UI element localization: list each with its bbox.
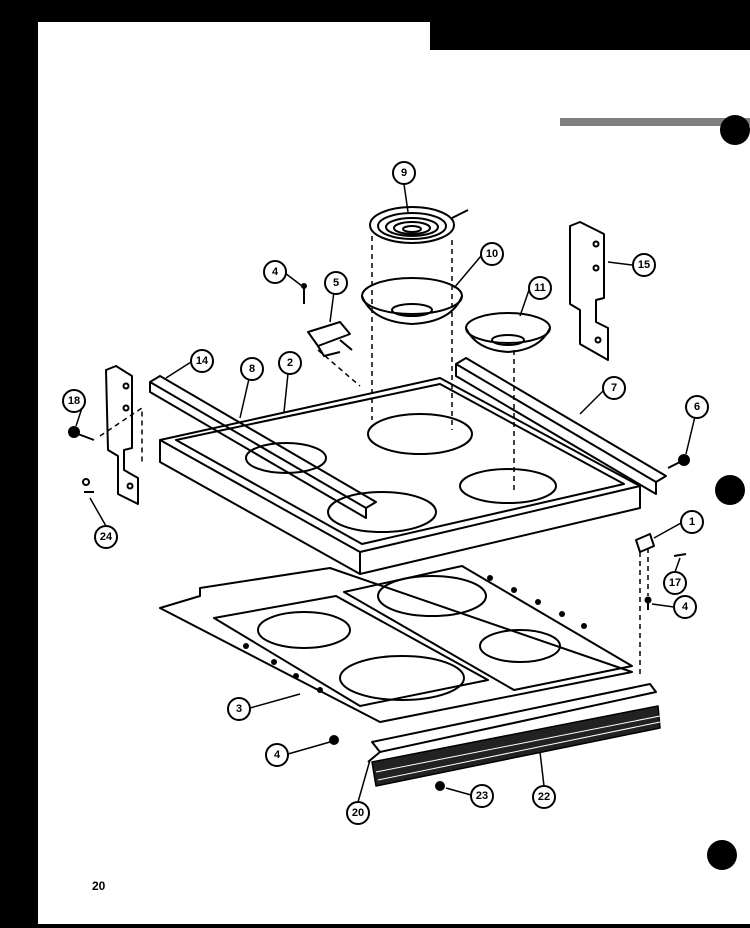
callout-24: 24 [94, 525, 118, 549]
svg-text:15: 15 [638, 259, 650, 271]
svg-text:3: 3 [236, 703, 242, 715]
svg-text:20: 20 [352, 807, 364, 819]
left-side-bracket [105, 365, 139, 505]
callout-6: 6 [685, 395, 709, 419]
svg-text:4: 4 [274, 749, 281, 761]
svg-text:11: 11 [534, 282, 546, 294]
svg-text:1: 1 [689, 516, 695, 528]
scan-artifacts [430, 22, 750, 870]
screw-grille [329, 735, 445, 791]
rear-trim-rail [455, 357, 667, 495]
svg-text:4: 4 [272, 266, 279, 278]
callout-5: 5 [324, 271, 348, 295]
screw-left-bracket [68, 426, 95, 441]
callout-1: 1 [680, 510, 704, 534]
drip-bowl-small [465, 312, 551, 353]
callout-17: 17 [663, 571, 687, 595]
svg-text:17: 17 [669, 577, 681, 589]
callout-15: 15 [632, 253, 656, 277]
terminal-block-receptacle [307, 321, 353, 357]
svg-text:5: 5 [333, 277, 339, 289]
svg-text:10: 10 [486, 248, 498, 260]
callout-3: 3 [227, 697, 251, 721]
right-side-bracket [569, 221, 609, 361]
screw-right-rail [667, 454, 690, 469]
surface-element-coil [369, 206, 469, 244]
callout-4a: 4 [263, 260, 287, 284]
front-grille-panel [371, 705, 661, 787]
callout-4c: 4 [265, 743, 289, 767]
svg-text:9: 9 [401, 167, 407, 179]
svg-text:24: 24 [100, 531, 113, 543]
burner-box-lower [159, 565, 633, 723]
drip-bowl-large [361, 277, 463, 325]
paper-background [38, 22, 750, 924]
callout-14: 14 [190, 349, 214, 373]
callout-7: 7 [602, 376, 626, 400]
callout-18: 18 [62, 389, 86, 413]
svg-text:8: 8 [249, 363, 255, 375]
callout-9: 9 [392, 161, 416, 185]
callout-2: 2 [278, 351, 302, 375]
svg-text:2: 2 [287, 357, 293, 369]
callout-22: 22 [532, 785, 556, 809]
assembly-guide-lines [99, 236, 649, 676]
callout-4b: 4 [673, 595, 697, 619]
clip-24 [82, 478, 94, 493]
svg-text:14: 14 [196, 355, 209, 367]
callout-23: 23 [470, 784, 494, 808]
hinge-clip [635, 533, 687, 610]
svg-text:4: 4 [682, 601, 689, 613]
cooktop-main-top [159, 377, 641, 575]
front-trim-rail [149, 375, 377, 519]
callout-11: 11 [528, 276, 552, 300]
svg-text:18: 18 [68, 395, 80, 407]
callout-20: 20 [346, 801, 370, 825]
callout-8: 8 [240, 357, 264, 381]
svg-text:7: 7 [611, 382, 617, 394]
callouts: 9 10 11 4 5 15 14 8 2 7 18 6 24 1 17 4 3… [62, 161, 709, 825]
svg-text:23: 23 [476, 790, 488, 802]
svg-text:6: 6 [694, 401, 700, 413]
page-number: 20 [92, 879, 106, 893]
callout-10: 10 [480, 242, 504, 266]
svg-text:22: 22 [538, 791, 550, 803]
